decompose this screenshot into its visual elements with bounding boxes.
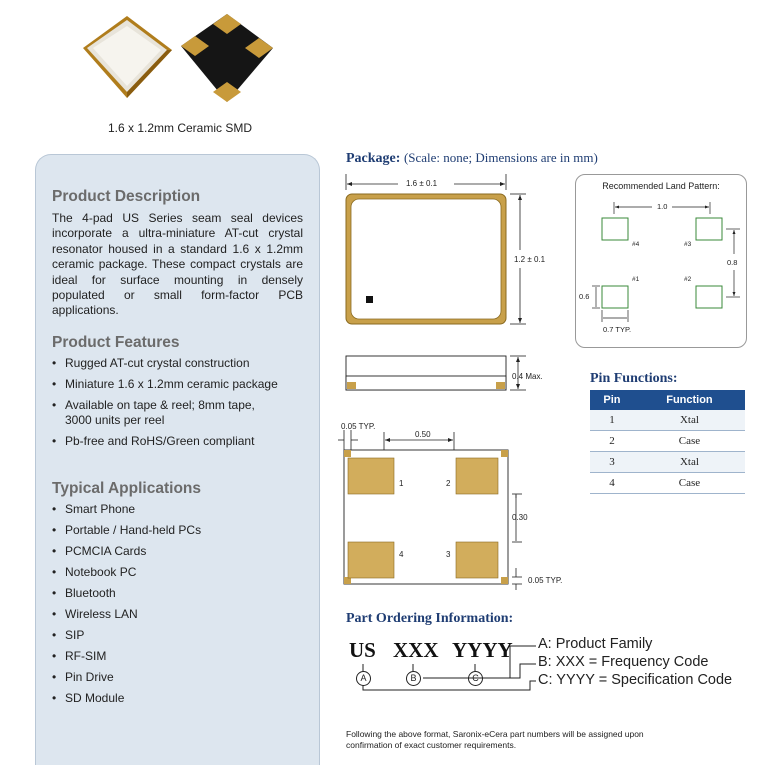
pin-label-4: 4 — [399, 550, 404, 559]
marker-b: B — [406, 671, 421, 686]
function-cell: Case — [633, 430, 745, 452]
marker-a: A — [356, 671, 371, 686]
legend-b: B: XXX = Frequency Code — [538, 654, 709, 670]
code-xxx: XXX — [393, 638, 439, 662]
package-top-view-drawing — [345, 174, 526, 325]
product-photo — [83, 14, 273, 102]
list-item: Rugged AT-cut crystal construction — [52, 356, 278, 371]
pin-cell: 4 — [590, 472, 634, 494]
pin-functions-heading: Pin Functions: — [590, 371, 678, 386]
list-item: SIP — [52, 628, 201, 643]
list-item: Portable / Hand-held PCs — [52, 523, 201, 538]
dim-pad-pitch-label: 0.50 — [415, 430, 431, 439]
package-bottom-view-drawing — [338, 430, 522, 590]
product-description-heading: Product Description — [52, 188, 201, 205]
column-header-pin: Pin — [590, 390, 634, 410]
package-side-view-drawing — [345, 355, 526, 391]
land-pattern-drawing — [592, 202, 740, 322]
legend-c: C: YYYY = Specification Code — [538, 672, 733, 688]
list-item: Miniature 1.6 x 1.2mm ceramic package — [52, 377, 278, 392]
land-pin-4: #4 — [632, 241, 640, 248]
list-item: RF-SIM — [52, 649, 201, 664]
land-dim-vertical: 0.8 — [727, 258, 738, 267]
photo-caption: 1.6 x 1.2mm Ceramic SMD — [107, 121, 253, 135]
package-heading: Package: (Scale: none; Dimensions are in… — [346, 150, 598, 167]
dim-width-label: 1.6 ± 0.1 — [406, 179, 438, 188]
table-row: 3 Xtal — [590, 451, 745, 473]
pin-cell: 2 — [590, 430, 634, 452]
list-item: Notebook PC — [52, 565, 201, 580]
pin-cell: 1 — [590, 410, 634, 431]
typical-applications-heading: Typical Applications — [52, 480, 201, 497]
dim-pad-bottom-label: 0.05 TYP. — [528, 576, 563, 585]
pin-cell: 3 — [590, 451, 634, 473]
part-ordering-heading: Part Ordering Information: — [346, 611, 514, 626]
marker-b-label: B — [410, 673, 417, 683]
product-features-heading: Product Features — [52, 334, 180, 351]
dim-thickness-label: 0.4 Max. — [512, 372, 543, 381]
land-dim-pad-width: 0.7 TYP. — [603, 325, 632, 334]
land-pin-3: #3 — [684, 241, 692, 248]
applications-list: Smart Phone Portable / Hand-held PCs PCM… — [52, 502, 201, 712]
pin-label-3: 3 — [446, 550, 451, 559]
pin-label-2: 2 — [446, 479, 451, 488]
crystal-bottom-view-image — [181, 14, 273, 102]
table-header-row: Pin Function — [590, 390, 745, 410]
info-panel: Product Description The 4-pad US Series … — [35, 154, 320, 765]
land-pattern-box — [575, 174, 747, 348]
list-item: Pin Drive — [52, 670, 201, 685]
package-note: (Scale: none; Dimensions are in mm) — [403, 150, 598, 165]
legend-a: A: Product Family — [538, 636, 653, 652]
land-dim-pad-height: 0.6 — [579, 292, 590, 301]
footnote-line-2: confirmation of exact customer requireme… — [346, 740, 517, 750]
table-row: 2 Case — [590, 430, 745, 452]
marker-c: C — [468, 671, 483, 686]
dim-pad-vertical-label: 0.30 — [512, 513, 528, 522]
land-pin-2: #2 — [684, 276, 692, 283]
list-item: Pb-free and RoHS/Green compliant — [52, 434, 278, 449]
function-cell: Xtal — [633, 410, 745, 431]
function-cell: Case — [633, 472, 745, 494]
land-pattern-title: Recommended Land Pattern: — [602, 181, 720, 191]
pin-functions-table: Pin Function 1 Xtal 2 Case 3 Xtal 4 Case — [590, 390, 745, 494]
list-item: Bluetooth — [52, 586, 201, 601]
ordering-connector-lines — [362, 645, 536, 691]
crystal-top-view-image — [83, 16, 172, 98]
dim-pad-edge-label: 0.05 TYP. — [341, 422, 376, 431]
list-item: PCMCIA Cards — [52, 544, 201, 559]
marker-a-label: A — [360, 673, 367, 683]
list-item: Smart Phone — [52, 502, 201, 517]
table-row: 4 Case — [590, 472, 745, 494]
land-pin-1: #1 — [632, 276, 640, 283]
marker-c-label: C — [472, 673, 479, 683]
list-item: Available on tape & reel; 8mm tape, — [52, 398, 278, 413]
list-item: SD Module — [52, 691, 201, 706]
land-dim-pitch: 1.0 — [657, 202, 668, 211]
code-yyyy: YYYY — [452, 638, 513, 662]
list-item-continuation: 3000 units per reel — [65, 413, 165, 427]
footnote-line-1: Following the above format, Saronix-eCer… — [346, 729, 644, 739]
code-us: US — [349, 638, 376, 662]
product-description-text: The 4-pad US Series seam seal devices in… — [52, 211, 303, 318]
column-header-function: Function — [633, 390, 745, 410]
table-row: 1 Xtal — [590, 410, 745, 431]
features-list: Rugged AT-cut crystal construction Minia… — [52, 356, 278, 449]
function-cell: Xtal — [633, 451, 745, 473]
package-title: Package: — [346, 151, 401, 166]
dim-height-label: 1.2 ± 0.1 — [514, 255, 546, 264]
pin-label-1: 1 — [399, 479, 404, 488]
list-item: Wireless LAN — [52, 607, 201, 622]
